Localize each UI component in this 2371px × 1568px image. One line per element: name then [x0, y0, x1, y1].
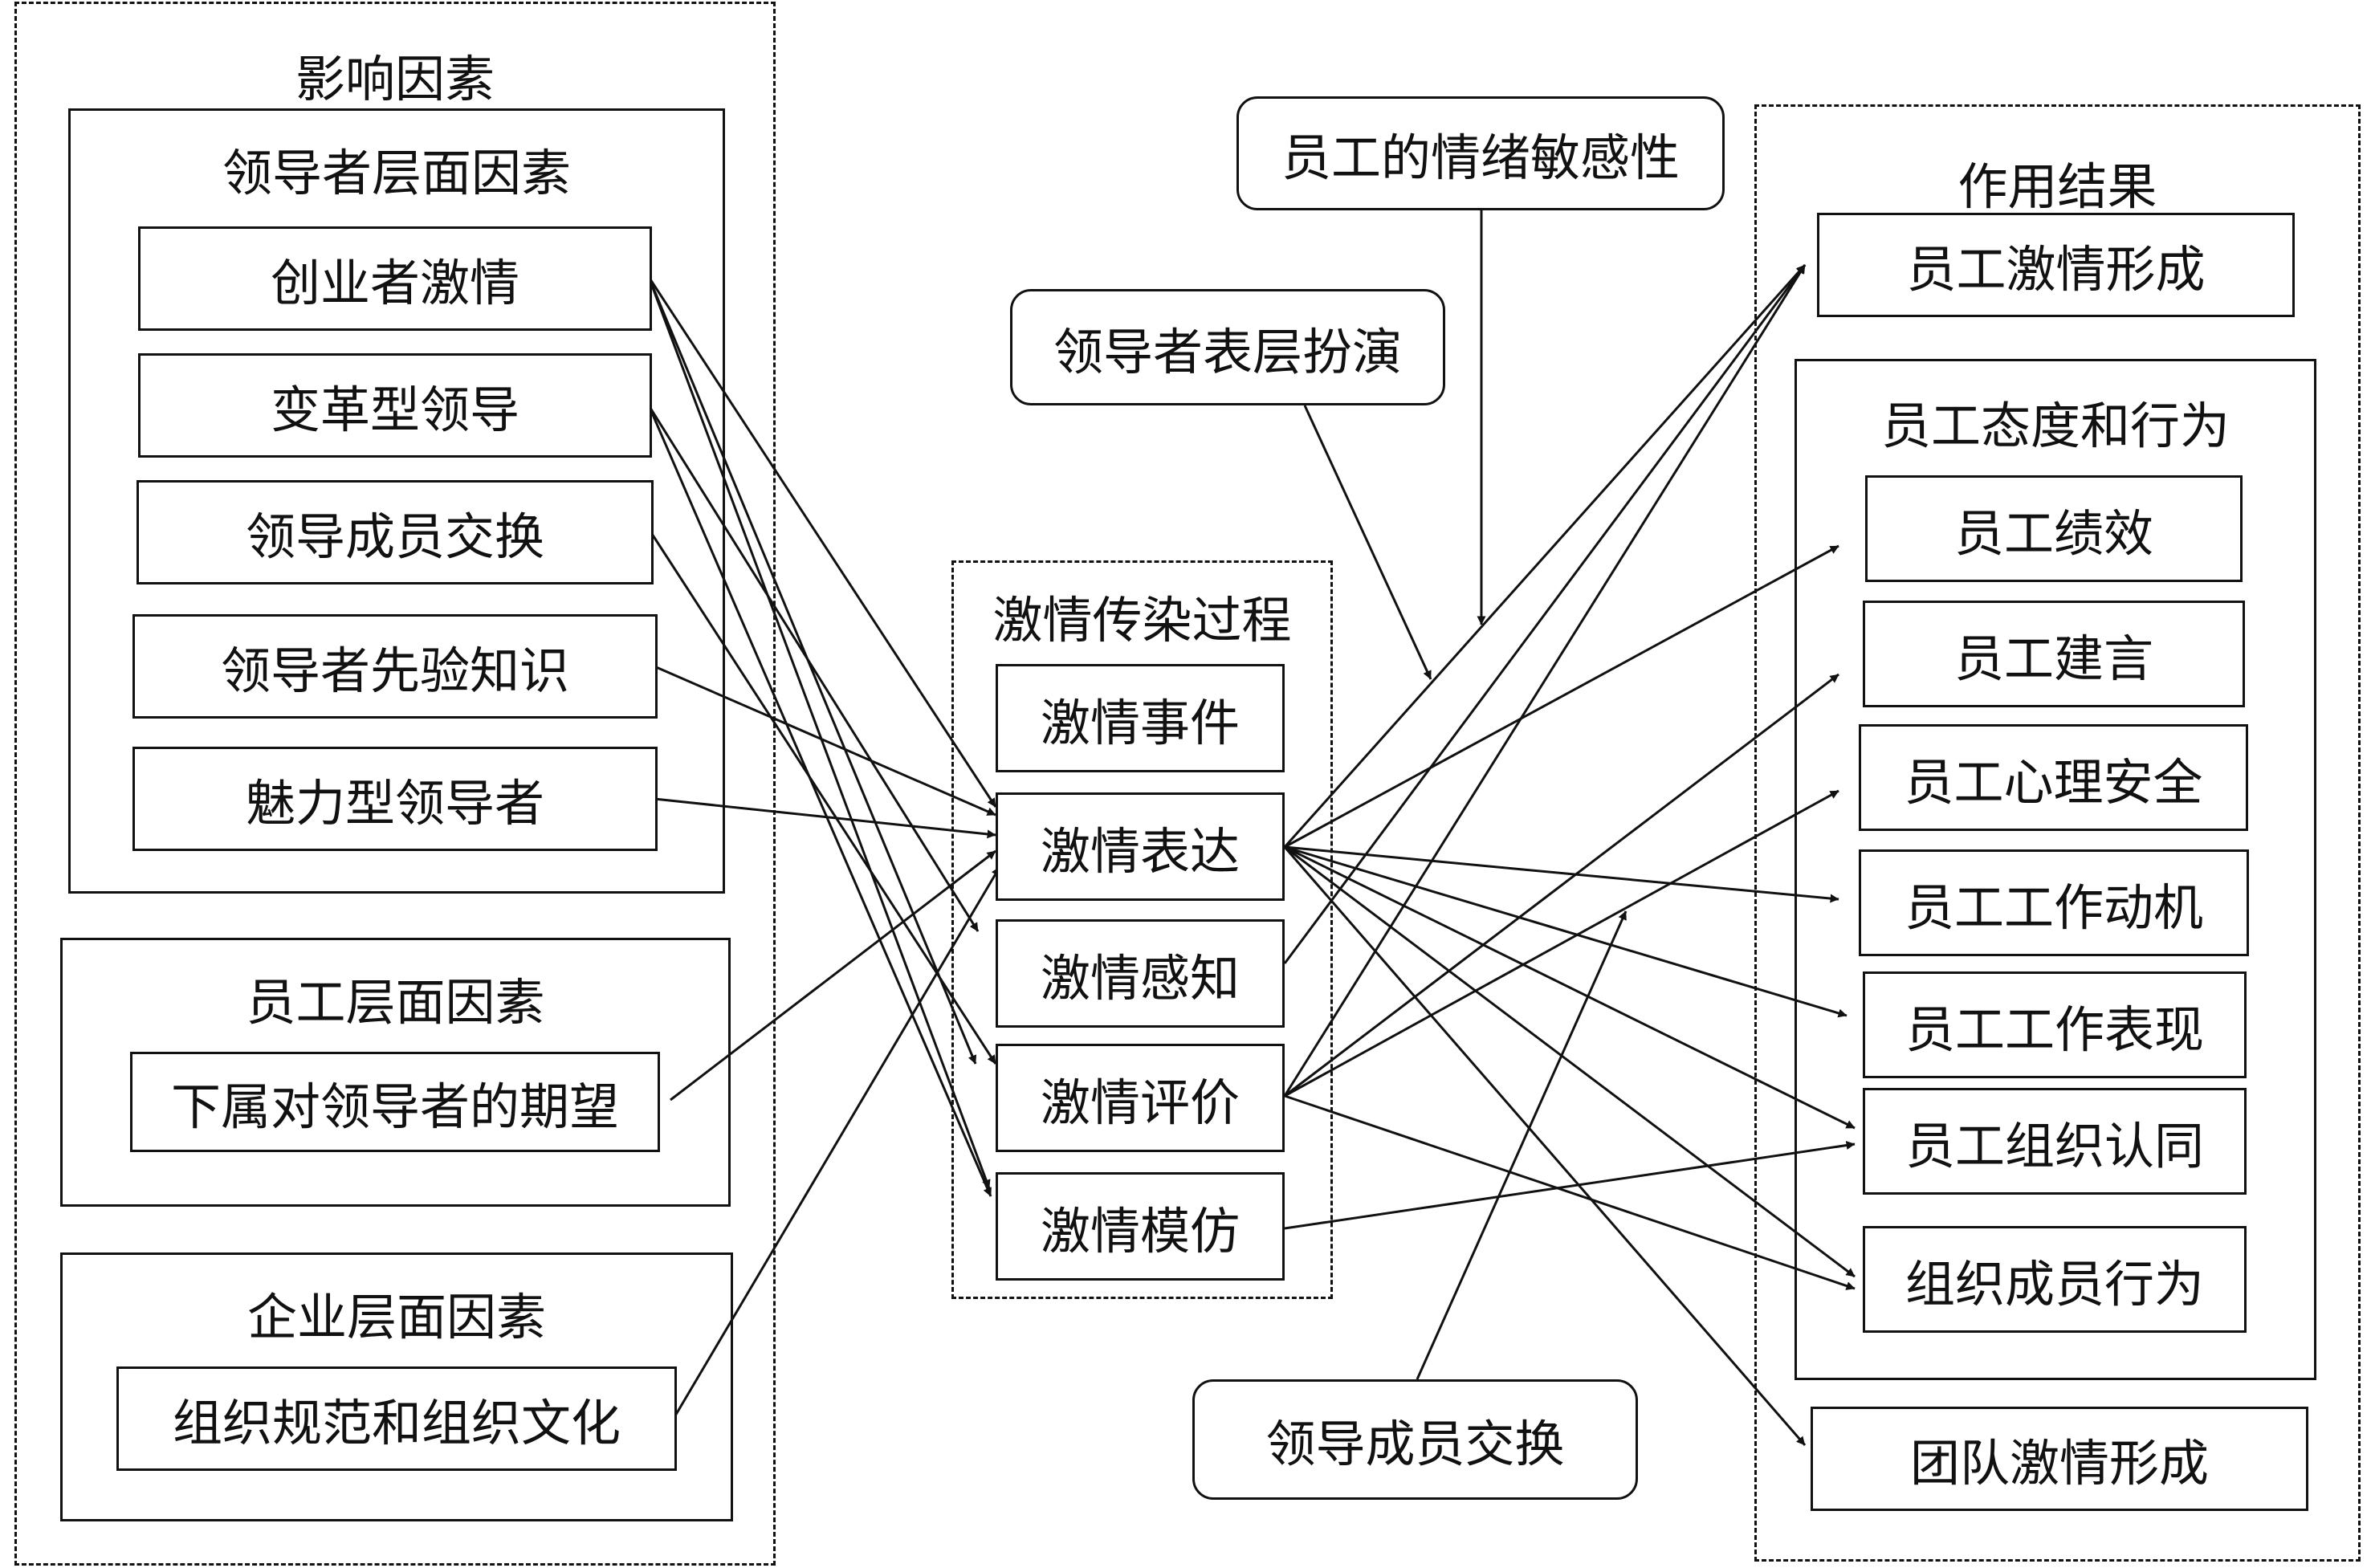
arrow-expression-team-passion	[1283, 846, 1807, 1446]
arrow-imitation-identification	[1284, 1141, 1856, 1230]
arrow-lmx-moderator	[1416, 910, 1628, 1380]
arrow-expression-identification	[1284, 845, 1856, 1130]
arrow-prior-knowledge-expression	[654, 665, 996, 817]
arrow-transformational-imitation	[647, 405, 992, 1197]
influence-title: 影响因素	[295, 50, 495, 108]
node-passion-event: 激情事件	[996, 664, 1285, 772]
attitude-behavior-group	[1795, 359, 2316, 1380]
leader-factors-group	[68, 108, 725, 894]
node-team-passion-formation: 团队激情形成	[1811, 1407, 2308, 1511]
process-title: 激情传染过程	[992, 591, 1292, 650]
node-leader-member-exchange: 领导成员交换	[136, 480, 654, 584]
node-passion-perception: 激情感知	[996, 919, 1285, 1028]
arrow-evaluation-voice	[1284, 673, 1839, 1098]
arrow-charismatic-expression	[654, 797, 996, 839]
node-organizational-identification: 员工组织认同	[1863, 1088, 2247, 1195]
leader-factors-title: 领导者层面因素	[222, 144, 571, 202]
node-employee-performance: 员工绩效	[1865, 475, 2243, 582]
attitude-behavior-title: 员工态度和行为	[1880, 397, 2230, 455]
node-emotional-sensitivity: 员工的情绪敏感性	[1236, 96, 1725, 210]
employee-factors-title: 员工层面因素	[246, 973, 545, 1032]
node-passion-expression: 激情表达	[996, 792, 1285, 901]
arrow-lmx-evaluation	[650, 533, 997, 1065]
node-transformational-leadership: 变革型领导	[138, 353, 652, 458]
node-work-motivation: 员工工作动机	[1859, 849, 2249, 956]
arrow-expression-motivation	[1284, 845, 1839, 903]
results-region	[1754, 104, 2361, 1562]
node-passion-evaluation: 激情评价	[996, 1044, 1285, 1152]
node-surface-acting: 领导者表层扮演	[1010, 289, 1445, 405]
node-founder-passion: 创业者激情	[138, 226, 652, 331]
arrow-founder-evaluation	[647, 276, 977, 1065]
arrow-expression-work-performance	[1284, 845, 1848, 1018]
arrow-transformational-perception	[647, 405, 980, 932]
employee-factors-group	[60, 938, 731, 1207]
arrow-expression-member-behavior	[1284, 845, 1856, 1278]
arrow-founder-imitation	[647, 276, 991, 1189]
results-title: 作用结果	[1958, 157, 2157, 216]
arrow-expression-employee-passion	[1283, 264, 1807, 848]
node-subordinate-expectation: 下属对领导者的期望	[130, 1052, 660, 1152]
node-employee-passion-formation: 员工激情形成	[1817, 213, 2295, 317]
arrow-culture-expression	[673, 866, 1001, 1418]
arrow-evaluation-member-behavior	[1284, 1094, 1856, 1290]
influence-region	[14, 2, 776, 1566]
node-passion-imitation: 激情模仿	[996, 1172, 1285, 1281]
arrow-expression-performance	[1284, 544, 1839, 849]
node-lmx-moderator: 领导成员交换	[1192, 1379, 1638, 1500]
arrow-evaluation-employee-passion	[1283, 264, 1807, 1097]
node-work-performance: 员工工作表现	[1863, 971, 2247, 1078]
arrow-surface-acting	[1303, 405, 1432, 680]
process-region	[951, 560, 1333, 1299]
node-charismatic-leader: 魅力型领导者	[132, 747, 658, 851]
arrow-expectation-expression	[670, 849, 996, 1102]
enterprise-factors-title: 企业层面因素	[246, 1288, 546, 1346]
arrow-evaluation-safety	[1284, 789, 1839, 1098]
node-member-behavior: 组织成员行为	[1863, 1226, 2247, 1333]
node-employee-voice: 员工建言	[1863, 601, 2245, 707]
node-psychological-safety: 员工心理安全	[1859, 724, 2248, 831]
node-organization-culture: 组织规范和组织文化	[116, 1366, 677, 1471]
arrow-perception-employee-passion	[1283, 264, 1807, 964]
enterprise-factors-group	[60, 1252, 733, 1521]
arrow-founder-expression	[647, 276, 997, 808]
node-leader-prior-knowledge: 领导者先验知识	[132, 614, 658, 719]
